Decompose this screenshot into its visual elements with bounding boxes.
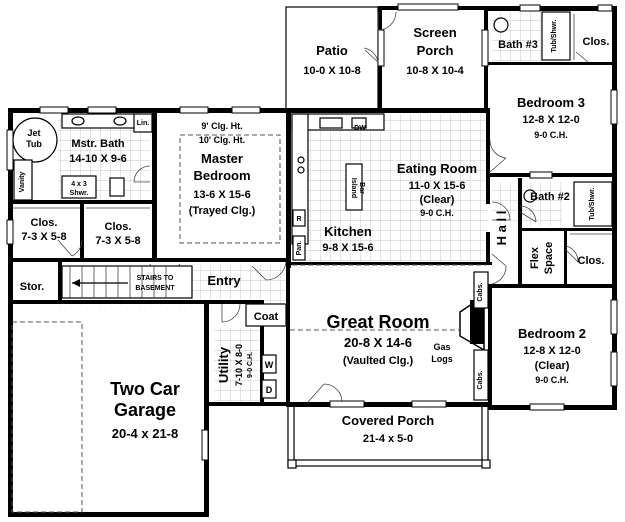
- closet-right-size: 7-3 X 5-8: [95, 235, 140, 247]
- great-room-size: 20-8 X 14-6: [344, 335, 412, 350]
- stairs: [61, 265, 193, 299]
- fireplace: [459, 271, 489, 401]
- bedroom3-ceiling: 9-0 C.H.: [534, 130, 568, 140]
- exterior-walls: [8, 6, 617, 517]
- windows: [6, 3, 618, 461]
- closet-left-size: 7-3 X 5-8: [21, 231, 66, 243]
- linen-label: Lin.: [137, 120, 149, 127]
- master-bedroom-size: 13-6 X 15-6: [193, 189, 250, 201]
- bath3-label: Bath #3: [498, 39, 538, 51]
- garage-label: Two Car: [110, 379, 180, 399]
- eating-room-size: 11-0 X 15-6: [409, 180, 466, 192]
- hall-label: H a l l: [494, 211, 509, 246]
- dw-label: DW: [354, 125, 366, 132]
- flex-label2: Space: [543, 242, 555, 274]
- utility-label: Utility: [216, 346, 231, 383]
- utility-ceiling: 9-0 C.H.: [247, 352, 254, 378]
- covered-porch-size: 21-4 x 5-0: [363, 433, 413, 445]
- pantry: [292, 235, 306, 261]
- dryer-label: D: [266, 385, 273, 395]
- bath2-tile-floor: [492, 182, 562, 226]
- master-ceiling2: 10' Clg. Ht.: [199, 135, 245, 145]
- eating-room-note: (Clear): [420, 194, 455, 206]
- jet-tub-label2: Tub: [26, 139, 42, 149]
- utility-tile-floor: [214, 328, 262, 402]
- great-room-label: Great Room: [326, 312, 429, 332]
- linen: [133, 113, 153, 133]
- kitchen-label: Kitchen: [324, 224, 372, 239]
- master-bath-fixtures: [12, 113, 153, 201]
- master-bedroom-label: Master: [201, 151, 243, 166]
- master-bedroom-note: (Trayed Clg.): [189, 205, 256, 217]
- gas-logs-label1: Gas: [433, 342, 450, 352]
- bedroom3-label: Bedroom 3: [517, 95, 585, 110]
- flex-label: Flex: [529, 246, 541, 269]
- closet-left-label: Clos.: [31, 217, 58, 229]
- bath-fixtures: [493, 11, 613, 227]
- bath3-tub-label: Tub/Shwr.: [551, 19, 558, 52]
- garage-size: 20-4 x 21-8: [112, 426, 179, 441]
- cabs-top-label: Cabs.: [477, 282, 484, 301]
- covered-porch-label: Covered Porch: [342, 413, 435, 428]
- pantry-label: Pan.: [296, 241, 303, 256]
- bath2-tub-label: Tub/Shwr.: [589, 187, 596, 220]
- cabs-bottom-label: Cabs.: [477, 370, 484, 389]
- closet-right-label: Clos.: [105, 221, 132, 233]
- bedroom3-size: 12-8 X 12-0: [522, 114, 579, 126]
- vanity: [13, 159, 33, 201]
- tray-ceiling-outline: [179, 134, 281, 244]
- flex-closet-label: Clos.: [578, 255, 605, 267]
- covered-porch-outline: [287, 405, 491, 469]
- island-label: Island: [350, 178, 357, 198]
- sink: [319, 117, 343, 129]
- bath3-closet-label: Clos.: [583, 36, 610, 48]
- range: [292, 209, 306, 227]
- utility-fixtures: [245, 303, 287, 399]
- stairs-label2: BASEMENT: [135, 285, 175, 292]
- shower-label: Shwr.: [70, 190, 89, 197]
- storage-label: Stor.: [20, 281, 44, 293]
- bedroom2-size: 12-8 X 12-0: [523, 345, 580, 357]
- master-bedroom-label2: Bedroom: [193, 168, 250, 183]
- jet-tub: [12, 117, 58, 163]
- kitchen-eating-tile-floor: [292, 114, 488, 264]
- great-room-note: (Vaulted Clg.): [343, 355, 414, 367]
- master-ceiling1: 9' Clg. Ht.: [201, 121, 242, 131]
- dishwasher: [351, 117, 367, 129]
- screen-porch-size: 10-8 X 10-4: [406, 65, 464, 77]
- master-bath-size: 14-10 X 9-6: [69, 153, 126, 165]
- bedroom2-label: Bedroom 2: [518, 326, 586, 341]
- bath2-label: Bath #2: [530, 191, 570, 203]
- kitchen-counters: [291, 113, 385, 261]
- washer-label: W: [265, 360, 274, 370]
- coat-label: Coat: [254, 311, 279, 323]
- bar-label: Bar: [358, 182, 365, 194]
- island-bar: [345, 163, 363, 211]
- garage-label2: Garage: [114, 400, 176, 420]
- closet-shelves: [12, 14, 612, 235]
- utility-size: 7-10 X 8-0: [234, 344, 244, 386]
- jet-tub-label: Jet: [27, 128, 40, 138]
- range-label: R: [296, 216, 301, 223]
- bedroom2-note: (Clear): [535, 360, 570, 372]
- master-bath-label: Mstr. Bath: [71, 138, 124, 150]
- shower: [61, 175, 97, 199]
- eating-room-label: Eating Room: [397, 161, 477, 176]
- screen-porch-label: Screen: [413, 25, 456, 40]
- screen-porch-label2: Porch: [417, 43, 454, 58]
- room-labels: Patio 10-0 X 10-8 Screen Porch 10-8 X 10…: [19, 19, 609, 445]
- shower-size-label: 4 x 3: [71, 181, 87, 188]
- stairs-label1: STAIRS TO: [137, 275, 174, 282]
- eating-room-ceiling: 9-0 C.H.: [420, 208, 454, 218]
- garage-door-outline: [11, 321, 83, 513]
- kitchen-size: 9-8 X 15-6: [322, 242, 373, 254]
- entry-label: Entry: [207, 273, 241, 288]
- bedroom2-ceiling: 9-0 C.H.: [535, 375, 569, 385]
- patio-size: 10-0 X 10-8: [303, 65, 360, 77]
- gas-logs-label2: Logs: [431, 354, 453, 364]
- patio-label: Patio: [316, 43, 348, 58]
- vanity-label: Vanity: [19, 172, 26, 193]
